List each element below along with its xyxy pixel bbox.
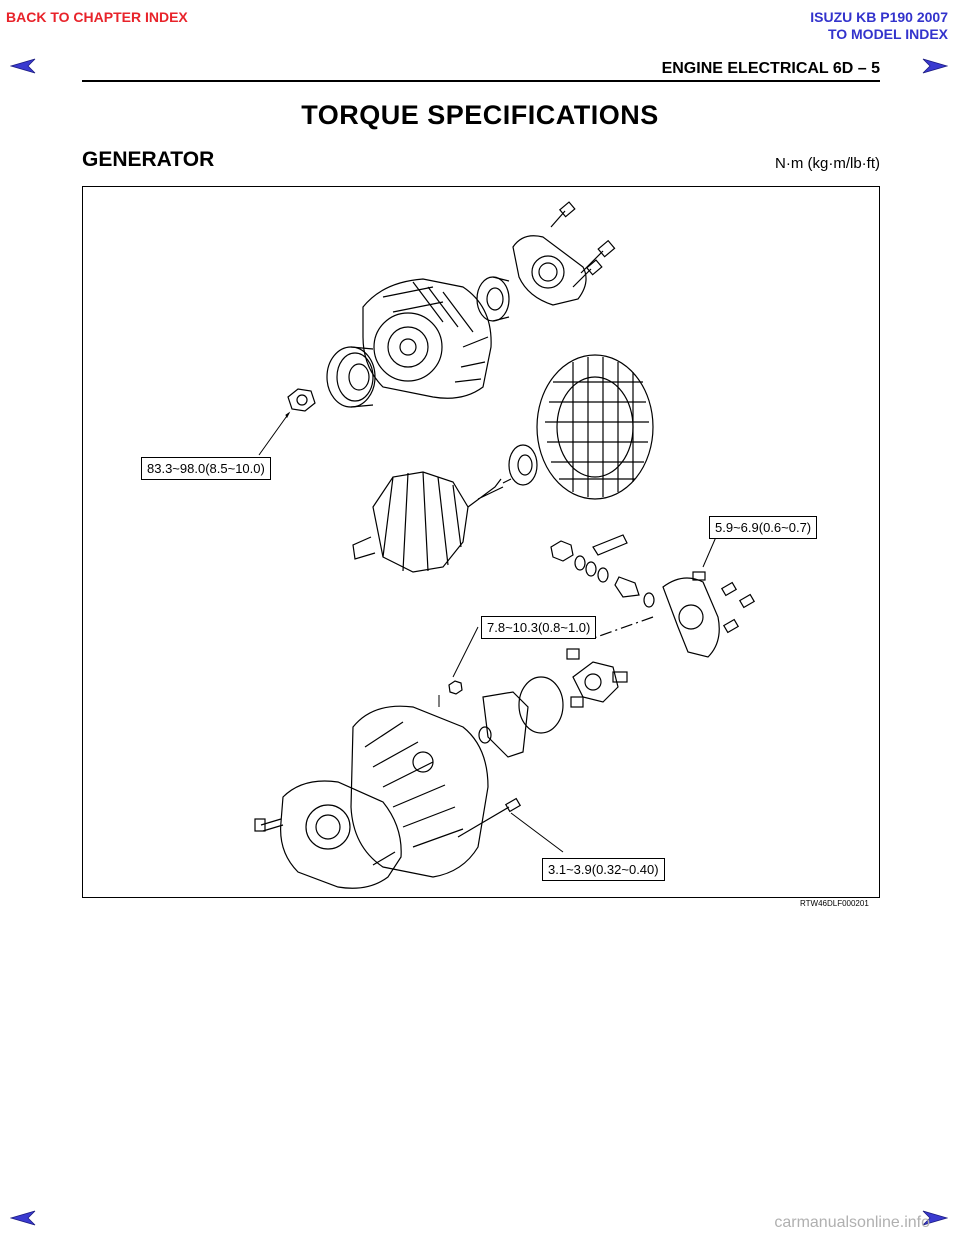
next-page-arrow-icon[interactable] [922,58,948,74]
back-to-chapter-index-link[interactable]: BACK TO CHAPTER INDEX [6,9,188,25]
generator-exploded-figure: 83.3~98.0(8.5~10.0) 5.9~6.9(0.6~0.7) 7.8… [82,186,880,898]
regulator-brush-holder [566,648,628,708]
pulley-nut-torque-callout: 83.3~98.0(8.5~10.0) [141,457,271,480]
generator-exploded-drawing [254,201,756,889]
site-watermark: carmanualsonline.info [774,1214,930,1231]
o-ring [518,676,564,734]
figure-id: RTW46DLF000201 [800,899,869,908]
terminal-nut-torque-callout: 7.8~10.3(0.8~1.0) [481,616,597,639]
pulley [326,346,376,408]
previous-page-arrow-icon[interactable] [10,58,36,74]
next-page-arrow-icon[interactable] [922,1210,948,1226]
end-plate [280,780,402,889]
units-label: N·m (kg·m/lb·ft) [775,155,880,172]
stator [536,354,654,500]
header-rule [82,80,880,82]
bracket-plate [512,235,587,306]
section-header: ENGINE ELECTRICAL 6D – 5 [661,60,880,77]
model-nav: ISUZU KB P190 2007 TO MODEL INDEX [810,9,948,43]
front-housing [362,278,492,399]
model-title: ISUZU KB P190 2007 [810,9,948,25]
subsection-title: GENERATOR [82,148,215,171]
front-bearing [476,276,510,322]
through-bolt [254,797,522,866]
bracket-screws [692,571,756,634]
regulator-bolt-torque-callout: 5.9~6.9(0.6~0.7) [709,516,818,539]
through-bolt-torque-callout: 3.1~3.9(0.32~0.40) [542,858,665,881]
page-title: TORQUE SPECIFICATIONS [301,100,659,130]
to-model-index-link[interactable]: TO MODEL INDEX [827,26,948,42]
rectifier-bracket [590,577,720,658]
terminal-nut [448,680,463,695]
rear-bearing [508,444,538,486]
rotor [352,471,512,573]
rear-housing [350,705,489,878]
screw-icon [550,201,616,288]
previous-page-arrow-icon[interactable] [10,1210,36,1226]
small-parts [550,534,655,608]
leader-lines [258,411,717,853]
pulley-nut [287,388,316,412]
rear-cover [482,691,529,758]
